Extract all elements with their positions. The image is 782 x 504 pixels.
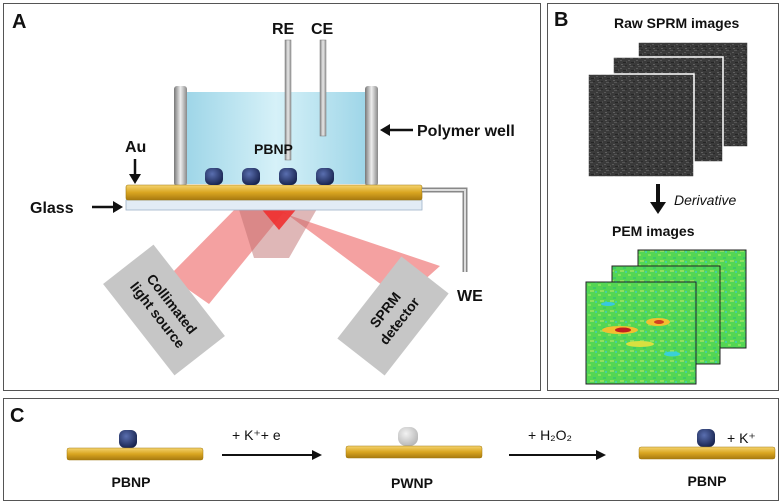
nanoparticle xyxy=(316,168,334,185)
state-pbnp-final: + K⁺ PBNP xyxy=(638,429,776,489)
nanoparticle-blue xyxy=(119,430,137,448)
derivative-label: Derivative xyxy=(674,192,736,208)
panel-a-diagram: A RE CE PBNP WE xyxy=(12,11,515,376)
panel-a-letter: A xyxy=(12,11,26,33)
gold-film xyxy=(125,184,423,201)
we-label: WE xyxy=(457,288,483,305)
glass-slide xyxy=(125,199,423,211)
panel-a: A RE CE PBNP WE xyxy=(3,3,541,391)
reference-electrode xyxy=(284,39,292,161)
panel-b-diagram: B Raw SPRM images Derivative PEM images xyxy=(554,9,749,385)
state3-label: PBNP xyxy=(688,473,727,489)
re-label: RE xyxy=(272,21,295,38)
pem-image-1 xyxy=(585,281,697,385)
panel-c-letter: C xyxy=(10,405,24,427)
nanoparticle xyxy=(205,168,223,185)
nanoparticle xyxy=(279,168,297,185)
pbnp-label: PBNP xyxy=(254,141,293,157)
raw-sprm-image-stack xyxy=(587,41,749,178)
panel-c-diagram: C PBNP + K⁺+ e PWNP + H₂O₂ + K⁺ PBNP xyxy=(10,405,776,491)
pem-title: PEM images xyxy=(612,223,695,239)
au-label: Au xyxy=(125,139,146,156)
panel-b-letter: B xyxy=(554,9,568,31)
k-label: + K⁺ xyxy=(727,430,756,446)
nanoparticle-white xyxy=(398,427,418,446)
state2-label: PWNP xyxy=(391,475,433,491)
panel-c: C PBNP + K⁺+ e PWNP + H₂O₂ + K⁺ PBNP xyxy=(3,398,779,501)
gold-substrate xyxy=(66,447,204,461)
state-pbnp-initial: PBNP xyxy=(66,430,204,490)
step2-label: + H₂O₂ xyxy=(528,427,572,443)
sprm-detector: SPRM detector xyxy=(337,256,449,376)
polymer-well-right-wall xyxy=(365,86,378,186)
gold-substrate xyxy=(638,446,776,460)
pem-image-stack xyxy=(585,249,747,385)
pbnp-nanoparticles xyxy=(205,168,334,185)
polymer-well-left-wall xyxy=(174,86,187,186)
nanoparticle xyxy=(242,168,260,185)
nanoparticle-blue xyxy=(697,429,715,447)
counter-electrode xyxy=(319,39,327,137)
working-electrode-wire xyxy=(422,187,468,272)
raw-image-1 xyxy=(587,73,695,178)
state-pwnp: PWNP xyxy=(345,427,483,491)
step1-label: + K⁺+ e xyxy=(232,427,281,443)
polymer-well-label: Polymer well xyxy=(417,123,515,140)
raw-sprm-title: Raw SPRM images xyxy=(614,15,739,31)
glass-label: Glass xyxy=(30,200,74,217)
state1-label: PBNP xyxy=(112,474,151,490)
ce-label: CE xyxy=(311,21,334,38)
gold-substrate xyxy=(345,445,483,459)
panel-b: B Raw SPRM images Derivative PEM images xyxy=(547,3,779,391)
